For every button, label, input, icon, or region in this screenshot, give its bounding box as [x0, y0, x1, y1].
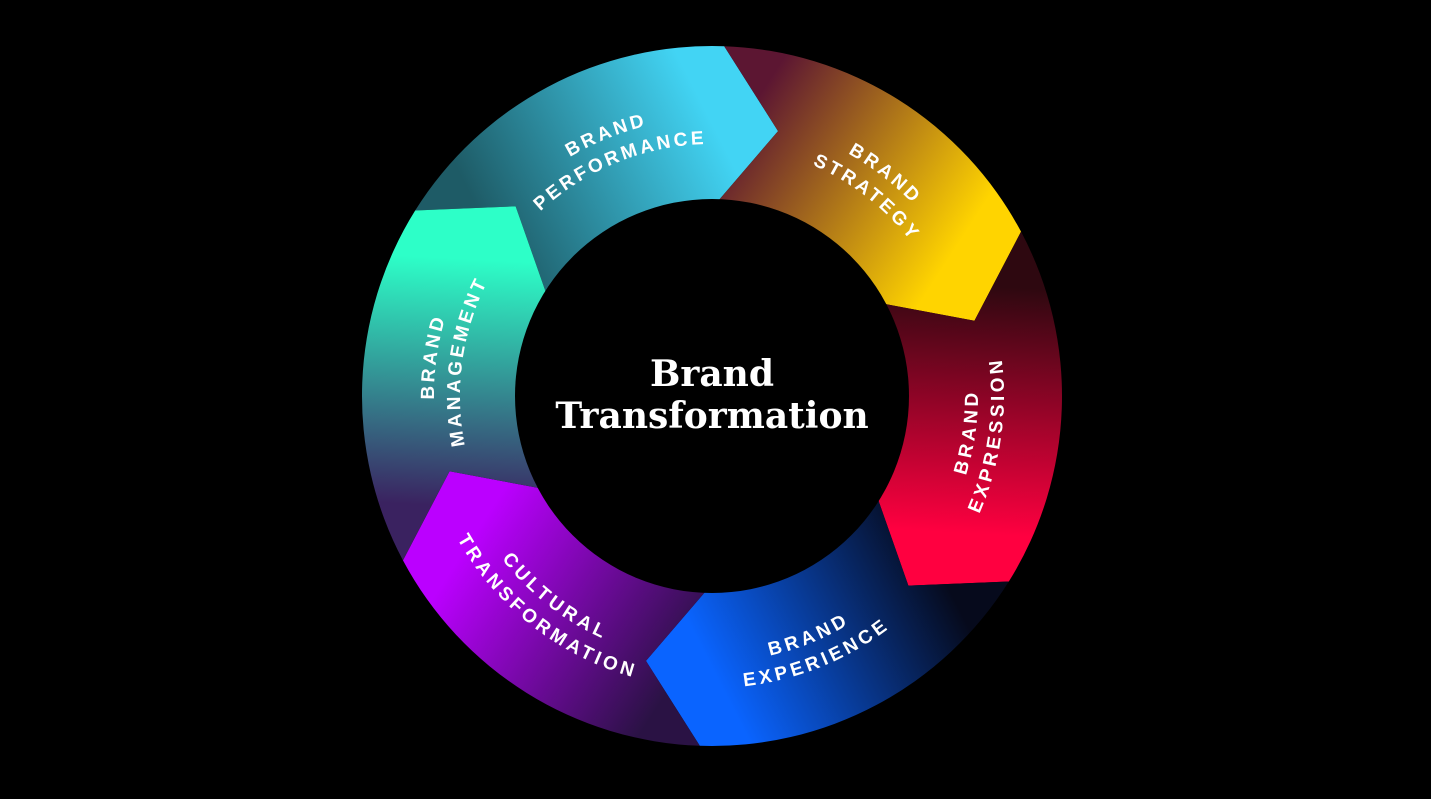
segment-experience [645, 499, 1009, 747]
segment-cultural [402, 471, 706, 746]
center-title-line-1: Brand [650, 353, 774, 395]
center-hub [515, 199, 909, 593]
segment-expression [878, 231, 1063, 586]
center-title-line-2: Transformation [555, 395, 868, 437]
segment-performance [415, 45, 779, 293]
segment-management [361, 206, 546, 561]
segment-strategy [718, 46, 1022, 321]
cycle-segments [361, 45, 1063, 747]
